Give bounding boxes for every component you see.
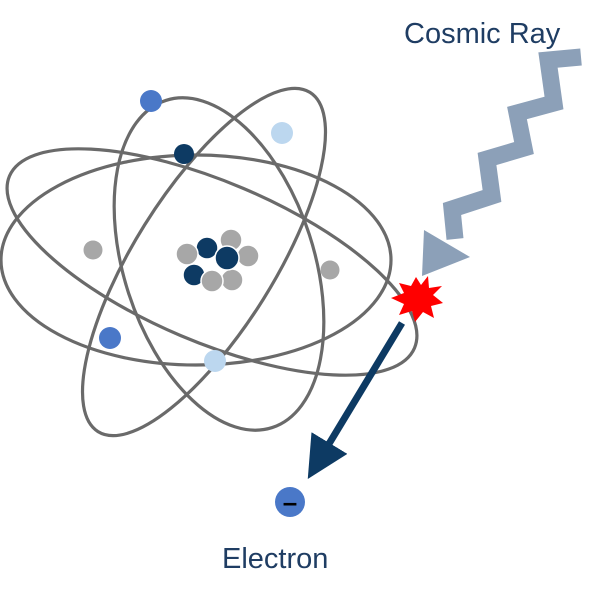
electron-particle bbox=[83, 240, 103, 260]
cosmic-ray-label: Cosmic Ray bbox=[404, 18, 561, 50]
cosmic-ray-zigzag bbox=[442, 48, 582, 240]
electron-particle bbox=[204, 350, 226, 372]
impact-burst-icon bbox=[391, 276, 443, 322]
free-electron-circle bbox=[275, 487, 305, 517]
nucleus-particle bbox=[220, 268, 244, 292]
nucleus bbox=[175, 228, 260, 293]
orbiting-particles bbox=[83, 90, 340, 372]
nucleus-particle bbox=[236, 244, 260, 268]
cosmic-ray-arrowhead bbox=[422, 230, 470, 276]
free-electron: – bbox=[275, 487, 305, 517]
electron-trajectory-arrow bbox=[307, 321, 405, 479]
nucleus-particle bbox=[200, 269, 224, 293]
orbits bbox=[0, 86, 419, 438]
electron-particle bbox=[140, 90, 162, 112]
electron-particle bbox=[320, 260, 340, 280]
electron-particle bbox=[174, 144, 194, 164]
electron-particle bbox=[271, 122, 293, 144]
nucleus-particle bbox=[175, 242, 199, 266]
orbit-tilted-left bbox=[80, 86, 328, 438]
electron-label: Electron bbox=[222, 543, 329, 575]
orbit-tilted-right bbox=[5, 147, 419, 377]
cosmic-ray-arrow bbox=[422, 48, 582, 276]
electron-particle bbox=[99, 327, 121, 349]
free-electron-sign: – bbox=[283, 487, 297, 517]
orbit-near-vertical bbox=[112, 96, 326, 432]
nucleus-particle bbox=[214, 245, 240, 271]
